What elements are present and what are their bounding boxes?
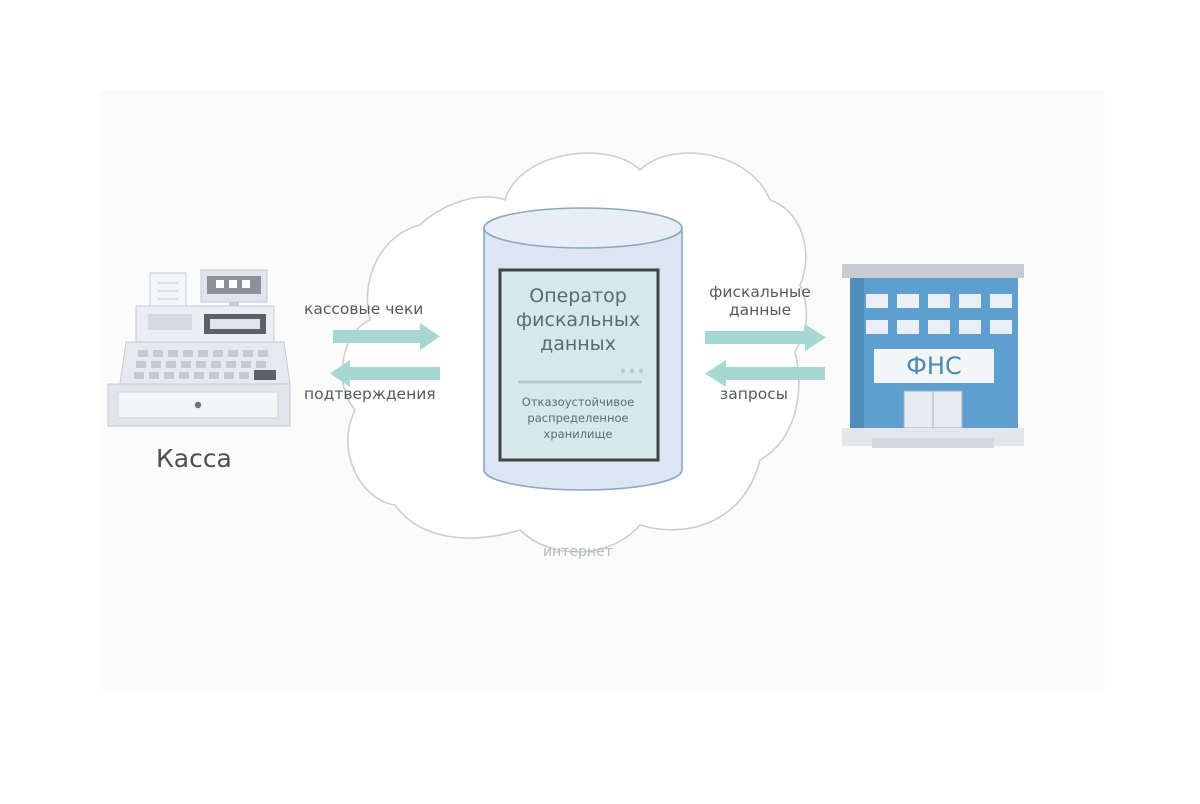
- operator-title: Оператор фискальных данных: [502, 284, 654, 356]
- operator-title-line3: данных: [540, 333, 616, 355]
- operator-title-line2: фискальных: [515, 309, 641, 331]
- operator-subtitle-line3: хранилище: [543, 427, 613, 441]
- cash-register-icon: [107, 269, 291, 427]
- fiscal-data-label: фискальные данные: [690, 283, 830, 319]
- building-icon: [842, 264, 1024, 448]
- tax-office-sign: ФНС: [906, 352, 962, 380]
- database-icon: [483, 207, 683, 491]
- confirmations-label: подтверждения: [304, 385, 436, 403]
- operator-subtitle: Отказоустойчивое распределенное хранилищ…: [502, 394, 654, 442]
- arrow-fiscal-data: [705, 324, 826, 351]
- arrow-confirmations: [330, 360, 440, 387]
- fiscal-data-label-line1: фискальные: [709, 283, 811, 301]
- arrow-receipts: [333, 323, 440, 350]
- operator-subtitle-line2: распределенное: [527, 411, 629, 425]
- requests-label: запросы: [720, 385, 788, 403]
- receipts-label: кассовые чеки: [304, 300, 424, 318]
- arrow-requests: [705, 360, 825, 387]
- operator-title-line1: Оператор: [529, 285, 627, 307]
- fiscal-data-label-line2: данные: [728, 301, 792, 319]
- internet-label: интернет: [543, 544, 613, 560]
- operator-subtitle-line1: Отказоустойчивое: [521, 395, 635, 409]
- cash-register-label: Касса: [156, 444, 232, 473]
